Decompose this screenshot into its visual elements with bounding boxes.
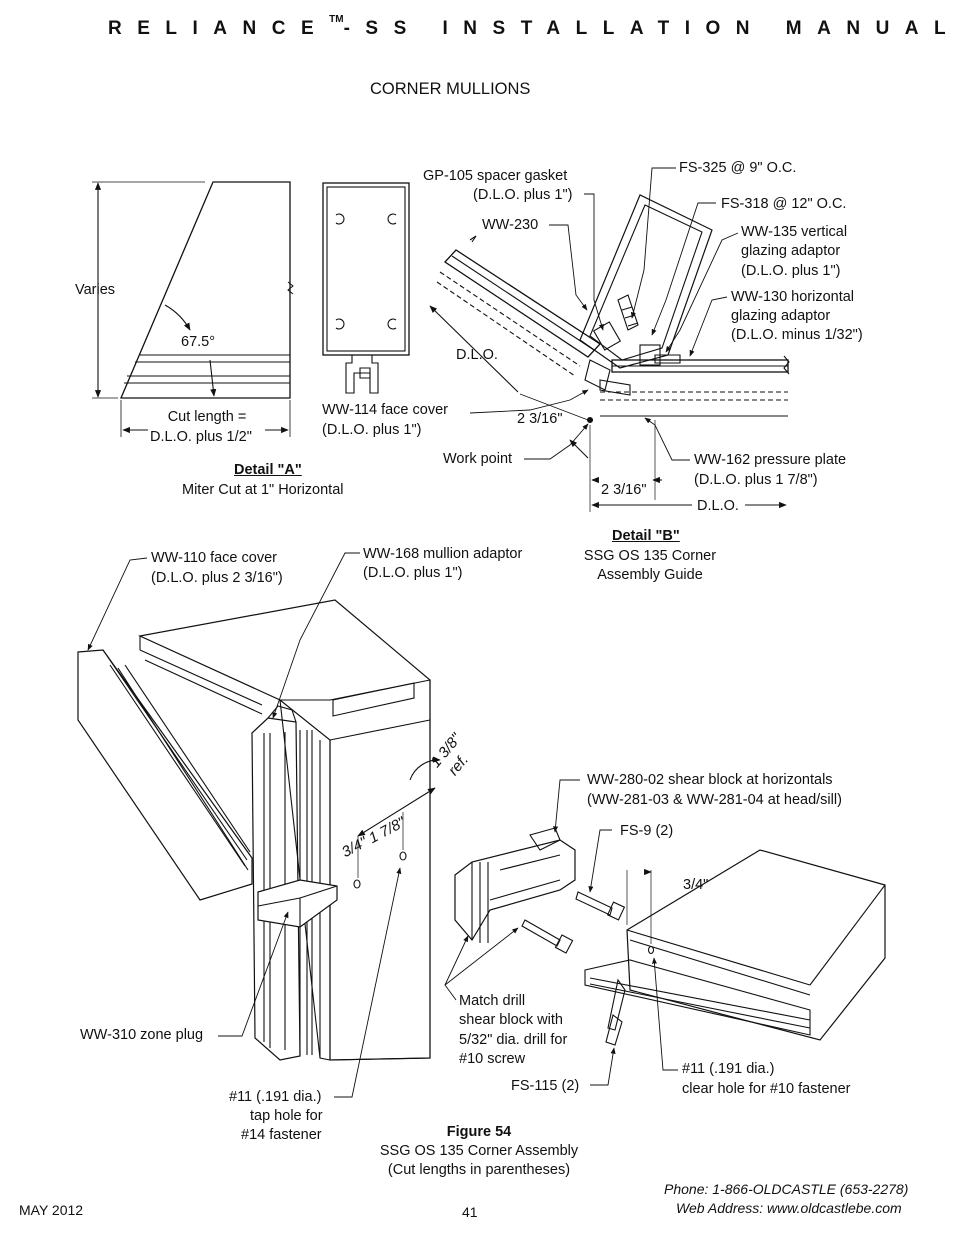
fs115-label: FS-115 (2) [511, 1078, 580, 1094]
fs325-label: FS-325 @ 9" O.C. [679, 160, 797, 176]
detail-a-miter-profile [92, 181, 294, 437]
ww135-label-1: WW-135 vertical [741, 224, 848, 240]
ww135-label-2: glazing adaptor [741, 243, 841, 259]
ww280-label-1: WW-280-02 shear block at horizontals [587, 772, 833, 788]
ww114-face-cover-section [322, 182, 410, 394]
cut-length-label-1: Cut length = [167, 409, 247, 425]
fs318-label: FS-318 @ 12" O.C. [721, 196, 847, 212]
ww162-label-1: WW-162 pressure plate [694, 452, 847, 468]
gp105-label-1: GP-105 spacer gasket [423, 168, 568, 184]
tap-hole-label-1: #11 (.191 dia.) [229, 1089, 322, 1105]
manual-header: RELIANCETM-SS INSTALLATION MANUAL [108, 14, 954, 39]
figure-caption-title: Figure 54 [446, 1124, 512, 1140]
clear-hole-label-1: #11 (.191 dia.) [682, 1061, 775, 1077]
tap-hole-label-2: tap hole for [250, 1108, 323, 1124]
ww114-label-2: (D.L.O. plus 1") [322, 422, 422, 438]
ww135-label-3: (D.L.O. plus 1") [741, 263, 841, 279]
dlo-left-label: D.L.O. [456, 347, 498, 363]
match-drill-label-1: Match drill [459, 993, 526, 1009]
angle-label: 67.5° [181, 334, 216, 350]
gp105-label-2: (D.L.O. plus 1") [473, 187, 573, 203]
ww310-label: WW-310 zone plug [80, 1027, 204, 1043]
ww280-label-2: (WW-281-03 & WW-281-04 at head/sill) [587, 792, 842, 808]
ww168-label-1: WW-168 mullion adaptor [363, 546, 523, 562]
figure-caption-sub2: (Cut lengths in parentheses) [387, 1162, 571, 1178]
ww114-label-1: WW-114 face cover [322, 402, 448, 418]
ww110-label-2: (D.L.O. plus 2 3/16") [151, 570, 283, 586]
detail-b-caption-sub2: Assembly Guide [597, 567, 703, 583]
page-number: 41 [462, 1204, 478, 1220]
figure-leaders [87, 552, 678, 1098]
ww130-label-1: WW-130 horizontal [731, 289, 855, 305]
horizontal-member [584, 849, 886, 1041]
tap-hole-label-3: #14 fastener [241, 1127, 322, 1143]
detail-a-caption-sub: Miter Cut at 1" Horizontal [182, 482, 344, 498]
figure-54-isometric [77, 599, 441, 1061]
ww168-label-2: (D.L.O. plus 1") [363, 565, 463, 581]
detail-a-caption-title: Detail "A" [234, 462, 302, 478]
ww130-label-2: glazing adaptor [731, 308, 831, 324]
detail-b-caption-sub1: SSG OS 135 Corner [583, 548, 717, 564]
match-drill-label-4: #10 screw [459, 1051, 526, 1067]
varies-label: Varies [75, 282, 116, 298]
dim-2-3-16-b: 2 3/16" [601, 482, 647, 498]
match-drill-label-3: 5/32" dia. drill for [459, 1032, 568, 1048]
clear-hole-label-2: clear hole for #10 fastener [682, 1081, 851, 1097]
ww110-label-1: WW-110 face cover [151, 550, 277, 566]
ww162-label-2: (D.L.O. plus 1 7/8") [694, 472, 818, 488]
fs9-label: FS-9 (2) [620, 823, 674, 839]
work-point-label: Work point [443, 451, 513, 467]
ww230-label: WW-230 [482, 217, 539, 233]
cut-length-label-2: D.L.O. plus 1/2" [150, 429, 252, 445]
section-title: CORNER MULLIONS [370, 80, 531, 98]
figure-caption-sub1: SSG OS 135 Corner Assembly [379, 1143, 579, 1159]
ww280-shear-block [454, 827, 576, 943]
footer-phone: Phone: 1-866-OLDCASTLE (653-2278) [664, 1181, 909, 1197]
detail-b-caption-title: Detail "B" [612, 528, 680, 544]
dim-3-4-b: 3/4" [683, 877, 709, 893]
detail-b-assembly [429, 194, 790, 512]
ww130-label-3: (D.L.O. minus 1/32") [731, 327, 863, 343]
footer-date: MAY 2012 [19, 1202, 84, 1218]
detail-b-leaders [469, 167, 739, 461]
screws [521, 891, 626, 1046]
footer-web: Web Address: www.oldcastlebe.com [676, 1200, 902, 1216]
dim-2-3-16-a: 2 3/16" [517, 411, 563, 427]
match-drill-label-2: shear block with [459, 1012, 563, 1028]
dlo-bottom-label: D.L.O. [697, 498, 739, 514]
trademark-mark: TM [329, 14, 344, 25]
